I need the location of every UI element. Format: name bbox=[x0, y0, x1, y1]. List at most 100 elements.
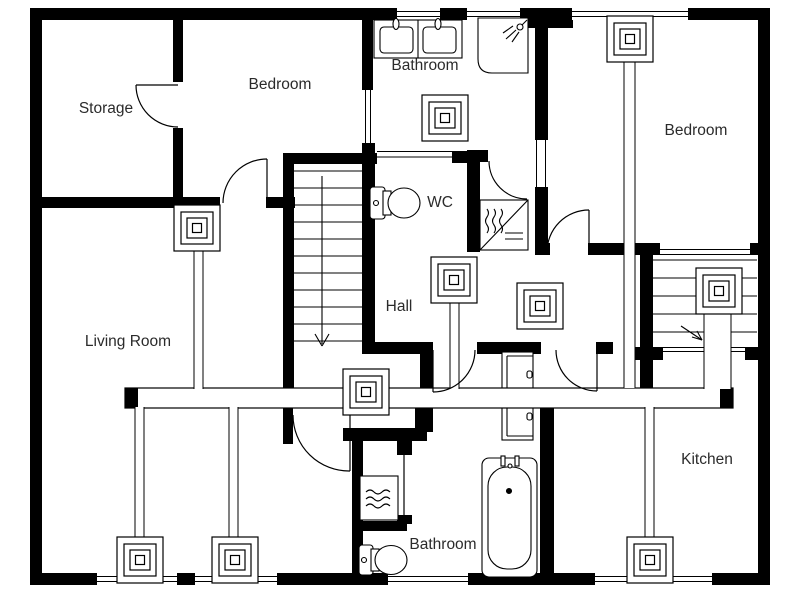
door-swing-arc bbox=[546, 209, 590, 253]
double-sink-vanity-part bbox=[422, 26, 457, 54]
wall-segment bbox=[283, 153, 377, 164]
door-hall-2 bbox=[555, 349, 598, 392]
staircase-left bbox=[294, 170, 362, 347]
door-swing-arc bbox=[292, 414, 351, 472]
light-stem-band bbox=[229, 407, 238, 540]
wall-segment bbox=[283, 408, 293, 444]
wall-segment bbox=[173, 128, 183, 203]
toilet-bathroom-part bbox=[360, 556, 368, 564]
toilet-wc-part bbox=[387, 187, 421, 219]
ceiling-light-icon bbox=[342, 368, 390, 416]
ceiling-light-square bbox=[218, 543, 252, 577]
toilet-bathroom bbox=[358, 544, 408, 576]
wall-segment bbox=[596, 342, 613, 354]
light-stem bbox=[228, 407, 239, 540]
light-stem-band bbox=[194, 248, 203, 389]
ceiling-light-square bbox=[437, 263, 471, 297]
wall-segment bbox=[415, 408, 433, 432]
light-stem-band bbox=[450, 302, 459, 389]
cabinet-part bbox=[526, 370, 533, 379]
water-heater-part bbox=[491, 208, 497, 234]
door-swing-arc bbox=[135, 84, 179, 128]
bathtub-part bbox=[514, 455, 520, 467]
staircase-right-line bbox=[680, 325, 703, 341]
wall-segment bbox=[397, 441, 412, 455]
cabinet-part bbox=[526, 412, 533, 421]
light-stem bbox=[193, 248, 204, 389]
door-storage bbox=[135, 84, 179, 128]
shower-line bbox=[521, 19, 528, 26]
light-stem bbox=[623, 60, 636, 388]
beam-partition-cap bbox=[125, 388, 138, 408]
water-heater-part bbox=[498, 208, 504, 234]
bathtub-part bbox=[507, 463, 513, 469]
light-stem-band bbox=[624, 60, 635, 388]
shower-part bbox=[477, 17, 529, 74]
wall-segment bbox=[362, 143, 375, 354]
room-label-bedroom-2: Bedroom bbox=[665, 122, 728, 139]
staircase-right-line bbox=[696, 330, 703, 341]
ceiling-light-square bbox=[624, 33, 636, 45]
ceiling-light-square bbox=[713, 285, 725, 297]
door-living-room bbox=[292, 414, 351, 472]
door-bedroom-top bbox=[222, 158, 268, 204]
wall-segment bbox=[758, 8, 770, 585]
ceiling-light-square bbox=[191, 222, 203, 234]
window bbox=[397, 8, 440, 20]
ceiling-light-square bbox=[613, 22, 647, 56]
ceiling-light-square bbox=[439, 112, 451, 124]
door-swing-arc bbox=[488, 160, 528, 200]
room-label-bedroom-1: Bedroom bbox=[249, 76, 312, 93]
double-sink-vanity-part bbox=[392, 17, 400, 31]
light-stem bbox=[449, 302, 460, 389]
radiator-part bbox=[365, 496, 391, 502]
room-label-kitchen: Kitchen bbox=[681, 451, 733, 468]
radiator-part bbox=[365, 503, 391, 509]
shower-line bbox=[502, 25, 514, 34]
window bbox=[388, 573, 468, 585]
ceiling-light-square bbox=[523, 289, 557, 323]
wall-segment bbox=[266, 197, 295, 208]
wall-segment bbox=[362, 15, 373, 90]
water-heater bbox=[479, 199, 529, 251]
wall-segment bbox=[452, 151, 467, 163]
ceiling-light-square bbox=[134, 554, 146, 566]
toilet-wc bbox=[369, 186, 421, 220]
ceiling-light-icon bbox=[626, 536, 674, 584]
wall-segment bbox=[540, 408, 554, 575]
ceiling-light-icon bbox=[606, 15, 654, 63]
wall-segment bbox=[343, 428, 427, 441]
wall-segment bbox=[397, 515, 412, 524]
light-stem bbox=[134, 407, 145, 540]
wall-segment bbox=[362, 342, 433, 354]
wall-segment bbox=[420, 352, 433, 390]
wall-segment bbox=[750, 243, 770, 255]
double-sink-vanity-part bbox=[379, 26, 414, 54]
door-hall-1 bbox=[432, 349, 476, 393]
light-stem-band bbox=[135, 407, 144, 540]
wall-segment bbox=[535, 243, 550, 255]
wall-segment bbox=[42, 197, 220, 208]
toilet-bathroom-part bbox=[374, 544, 408, 576]
shower-line bbox=[505, 29, 517, 40]
staircase-left-line bbox=[321, 333, 330, 347]
light-stem-band bbox=[704, 312, 731, 389]
wall-segment bbox=[640, 255, 653, 390]
room-label-bathroom-1: Bathroom bbox=[391, 57, 458, 74]
shower-line bbox=[511, 31, 520, 43]
ceiling-light-square bbox=[360, 386, 372, 398]
ceiling-light-icon bbox=[695, 267, 743, 315]
toilet-wc-part bbox=[372, 199, 380, 207]
ceiling-light-square bbox=[229, 554, 241, 566]
bathtub-part bbox=[505, 487, 513, 495]
room-label-living-room: Living Room bbox=[85, 333, 171, 350]
wall-segment bbox=[628, 347, 663, 360]
light-stem bbox=[703, 312, 732, 389]
wall-segment bbox=[173, 20, 183, 82]
room-label-storage: Storage bbox=[79, 100, 133, 117]
wall-segment bbox=[535, 187, 548, 245]
double-sink-vanity-part bbox=[434, 17, 442, 31]
wall-segment bbox=[30, 8, 42, 585]
